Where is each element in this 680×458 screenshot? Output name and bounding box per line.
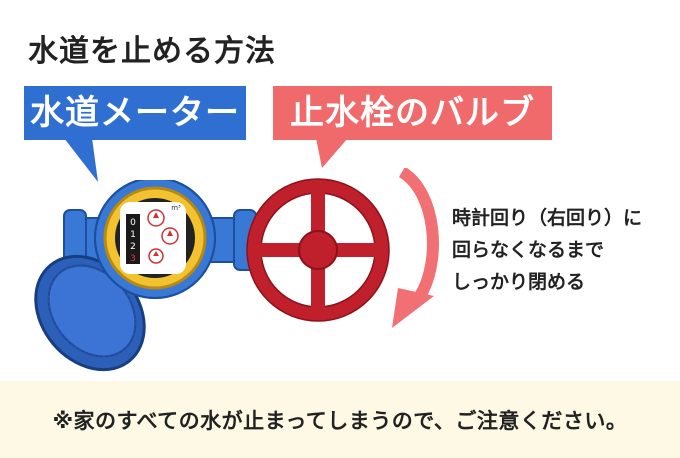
instruction-line: 時計回り（右回り）に	[452, 207, 643, 229]
meter-digit: 3	[130, 254, 136, 264]
valve-handle-icon	[246, 178, 390, 322]
page-title: 水道を止める方法	[28, 34, 276, 69]
footer-note-bar: ※家のすべての水が止まってしまうので、ご注意ください。	[0, 381, 680, 458]
meter-label-text: 水道メーター	[30, 93, 240, 133]
valve-label-tail	[316, 138, 348, 168]
meter-digit: 1	[130, 230, 136, 240]
valve-label: 止水栓のバルブ	[273, 86, 552, 140]
footer-note: ※家のすべての水が止まってしまうので、ご注意ください。	[52, 408, 628, 433]
instruction-line: しっかり閉める	[452, 271, 586, 293]
meter-label: 水道メーター	[24, 86, 246, 140]
valve-label-text: 止水栓のバルブ	[290, 93, 535, 133]
meter-digit: 2	[130, 242, 136, 252]
meter-digit: 0	[130, 218, 136, 228]
water-meter-icon: 0 1 2 3 m³	[34, 180, 257, 372]
meter-digits: 0 1 2 3	[126, 214, 140, 264]
meter-label-tail	[64, 138, 98, 182]
clockwise-arrow-icon	[392, 168, 439, 328]
meter-unit: m³	[171, 204, 181, 212]
instruction-text: 時計回り（右回り）に 回らなくなるまで しっかり閉める	[452, 202, 672, 298]
instruction-line: 回らなくなるまで	[452, 239, 605, 261]
